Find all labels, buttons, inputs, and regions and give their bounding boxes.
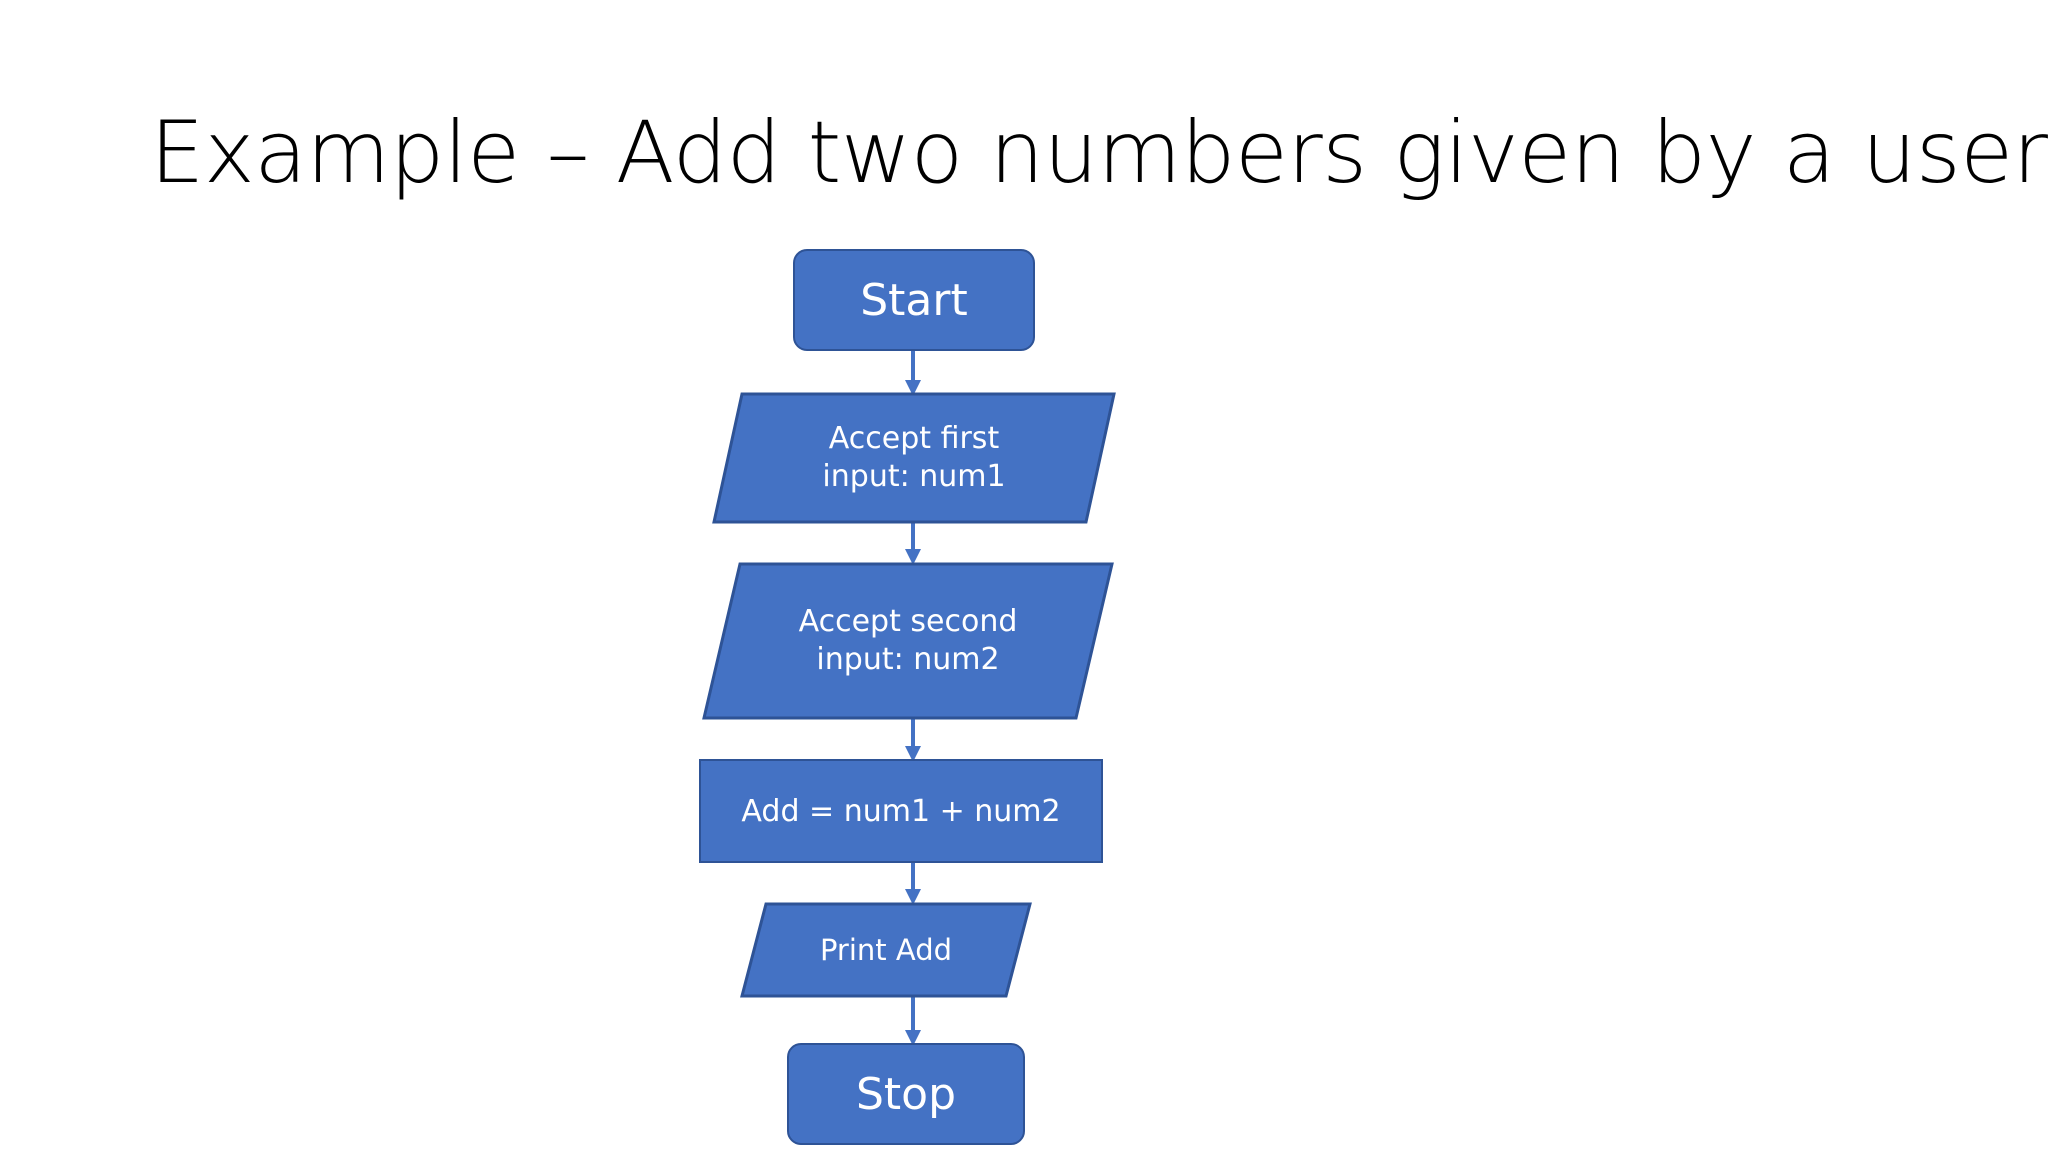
connector-accept1-to-accept2 — [900, 521, 926, 566]
parallelogram-shape — [740, 902, 1032, 998]
connector-print-to-stop — [900, 995, 926, 1047]
connector-start-to-accept1 — [900, 349, 926, 397]
flow-node-accept-second-input[interactable]: Accept second input: num2 — [702, 562, 1114, 720]
connector-accept2-to-add — [900, 717, 926, 763]
page-title: Example – Add two numbers given by a use… — [150, 103, 2048, 203]
flow-node-stop-label: Stop — [855, 1068, 957, 1120]
flow-node-accept-first-input-label: Accept first input: num1 — [822, 420, 1006, 494]
connector-add-to-print — [900, 860, 926, 906]
flow-node-print-add[interactable]: Print Add — [740, 902, 1032, 998]
flow-node-start[interactable]: Start — [793, 249, 1035, 351]
flow-node-add-process-label: Add = num1 + num2 — [741, 793, 1061, 829]
flow-node-stop[interactable]: Stop — [787, 1043, 1025, 1145]
parallelogram-shape — [702, 562, 1114, 720]
flow-node-print-add-label: Print Add — [819, 933, 953, 967]
flow-node-add-process[interactable]: Add = num1 + num2 — [699, 759, 1103, 863]
parallelogram-shape — [712, 392, 1116, 524]
flow-node-accept-first-input[interactable]: Accept first input: num1 — [712, 392, 1116, 524]
flow-node-start-label: Start — [860, 274, 968, 326]
flow-node-accept-second-input-label: Accept second input: num2 — [798, 603, 1018, 677]
